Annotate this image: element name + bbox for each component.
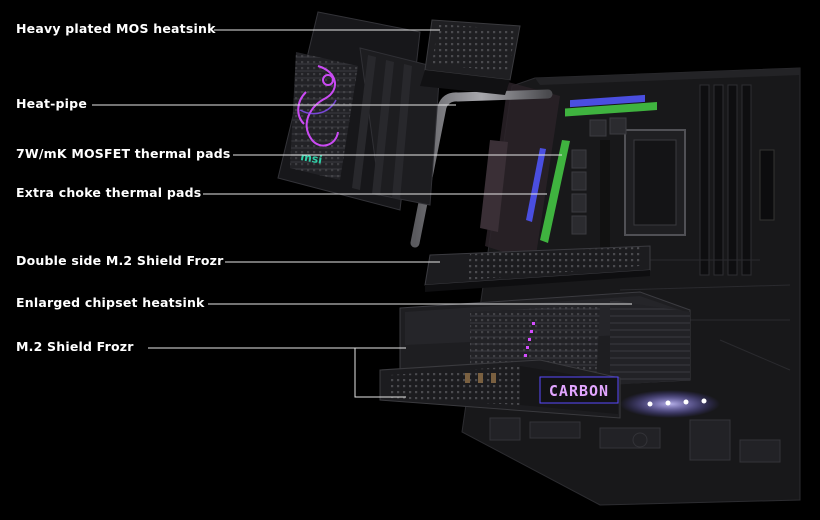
leader-lines bbox=[92, 29, 632, 398]
carbon-text: CARBON bbox=[549, 382, 609, 400]
callout-chipset-heatsink: Enlarged chipset heatsink bbox=[16, 295, 205, 310]
thermal-pad-blue-top bbox=[570, 94, 645, 108]
rgb-glow bbox=[620, 390, 720, 418]
carbon-badge: CARBON bbox=[539, 376, 619, 404]
thermal-pad-blue-left bbox=[526, 148, 546, 222]
double-m2-shield bbox=[424, 245, 651, 292]
callout-mos-heatsink: Heavy plated MOS heatsink bbox=[16, 21, 216, 36]
callout-m2-shield: M.2 Shield Frozr bbox=[16, 339, 134, 354]
callout-choke-pads: Extra choke thermal pads bbox=[16, 185, 202, 200]
thermal-pad-green-top bbox=[565, 102, 657, 117]
heatsink-logo: msi bbox=[299, 150, 323, 167]
heat-pipe bbox=[410, 89, 553, 248]
callout-mosfet-pads: 7W/mK MOSFET thermal pads bbox=[16, 146, 231, 161]
callout-heat-pipe: Heat-pipe bbox=[16, 96, 87, 111]
mos-heatsink bbox=[277, 11, 521, 211]
cpu-socket bbox=[600, 129, 686, 250]
callout-double-m2: Double side M.2 Shield Frozr bbox=[16, 253, 224, 268]
dimm-slots bbox=[699, 84, 775, 276]
thermal-pad-green-left bbox=[540, 140, 570, 243]
